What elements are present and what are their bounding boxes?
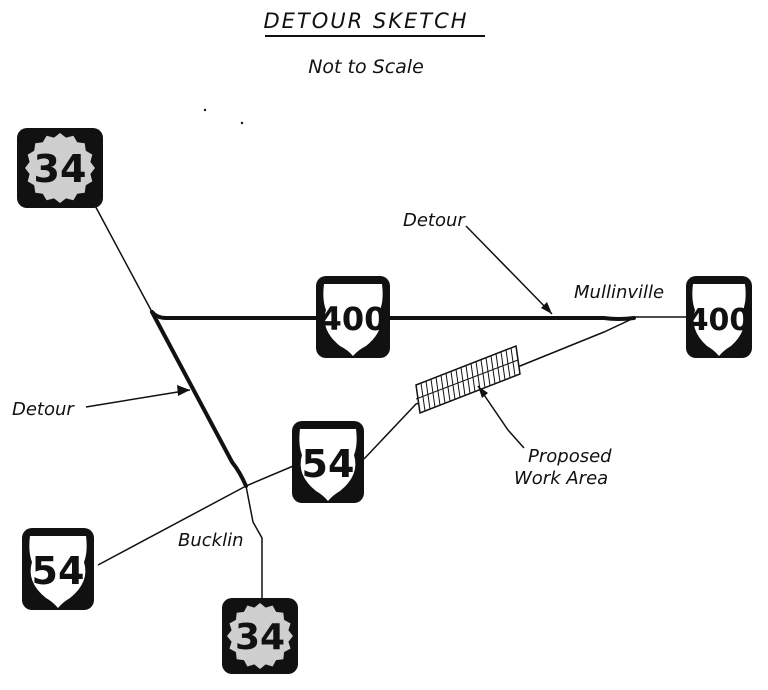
- bucklin-label: Bucklin: [178, 530, 244, 551]
- work-area-hatch-line: [470, 363, 476, 392]
- work-area-hatch-line: [425, 381, 431, 410]
- us54-east-road: [363, 317, 635, 460]
- k34-south-number: 34: [235, 617, 285, 658]
- k34-north-shield: 34: [17, 128, 103, 208]
- sketch-title: DETOUR SKETCH: [263, 9, 468, 33]
- mullinville-label: Mullinville: [574, 282, 664, 303]
- us400-east-shield: 400: [686, 276, 752, 358]
- work-area-label-line2: Work Area: [514, 468, 608, 489]
- k34-south-road: [245, 485, 263, 598]
- sunflower-shape: [25, 133, 95, 203]
- work-area-hatch-line: [475, 361, 481, 390]
- k34-north-road: [91, 199, 153, 313]
- leader-work-area: [477, 385, 525, 449]
- sketch-subtitle: Not to Scale: [308, 56, 424, 78]
- sunflower-shape: [227, 603, 293, 669]
- work-area-hatch-line: [435, 377, 441, 406]
- leader-detour-top: [465, 225, 553, 315]
- work-area-hatch-line: [420, 382, 426, 412]
- work-area-hatch-line: [440, 375, 446, 404]
- work-area-hatch-line: [445, 373, 451, 402]
- us54-center-number: 54: [302, 442, 355, 486]
- detour-label-left: Detour: [12, 399, 75, 420]
- work-area-hatch-line: [460, 367, 466, 396]
- work-area-hatch-line: [510, 347, 516, 377]
- work-area-hatch-line: [500, 351, 506, 380]
- k34-north-number: 34: [34, 147, 87, 191]
- us400-east-number: 400: [688, 303, 751, 338]
- proposed-work-area: [415, 344, 521, 415]
- work-area-hatch-line: [495, 353, 501, 382]
- work-area-hatch-line: [505, 349, 511, 378]
- work-area-hatch-line: [455, 369, 461, 398]
- work-area-hatch-line: [450, 371, 456, 400]
- work-area-hatch-line: [485, 357, 491, 386]
- us54-center-shield: 54: [292, 421, 364, 503]
- k34-south-shield: 34: [222, 598, 298, 674]
- work-area-hatch-line: [490, 355, 496, 384]
- us54-west-number: 54: [32, 549, 85, 593]
- work-area-hatch-line: [465, 365, 471, 394]
- stray-dot: [203, 108, 207, 112]
- stray-dot: [240, 121, 244, 125]
- detour-label-top: Detour: [403, 210, 466, 231]
- detour-route-k34: [150, 310, 248, 488]
- us400-west-shield: 400: [316, 276, 390, 358]
- us54-west-shield: 54: [22, 528, 94, 610]
- work-area-hatch-line: [480, 359, 486, 388]
- work-area-label-line1: Proposed: [528, 446, 612, 467]
- us400-west-number: 400: [320, 300, 387, 338]
- work-area-hatch-line: [430, 379, 436, 408]
- detour-route-us400: [150, 310, 636, 321]
- leader-detour-left: [85, 385, 191, 408]
